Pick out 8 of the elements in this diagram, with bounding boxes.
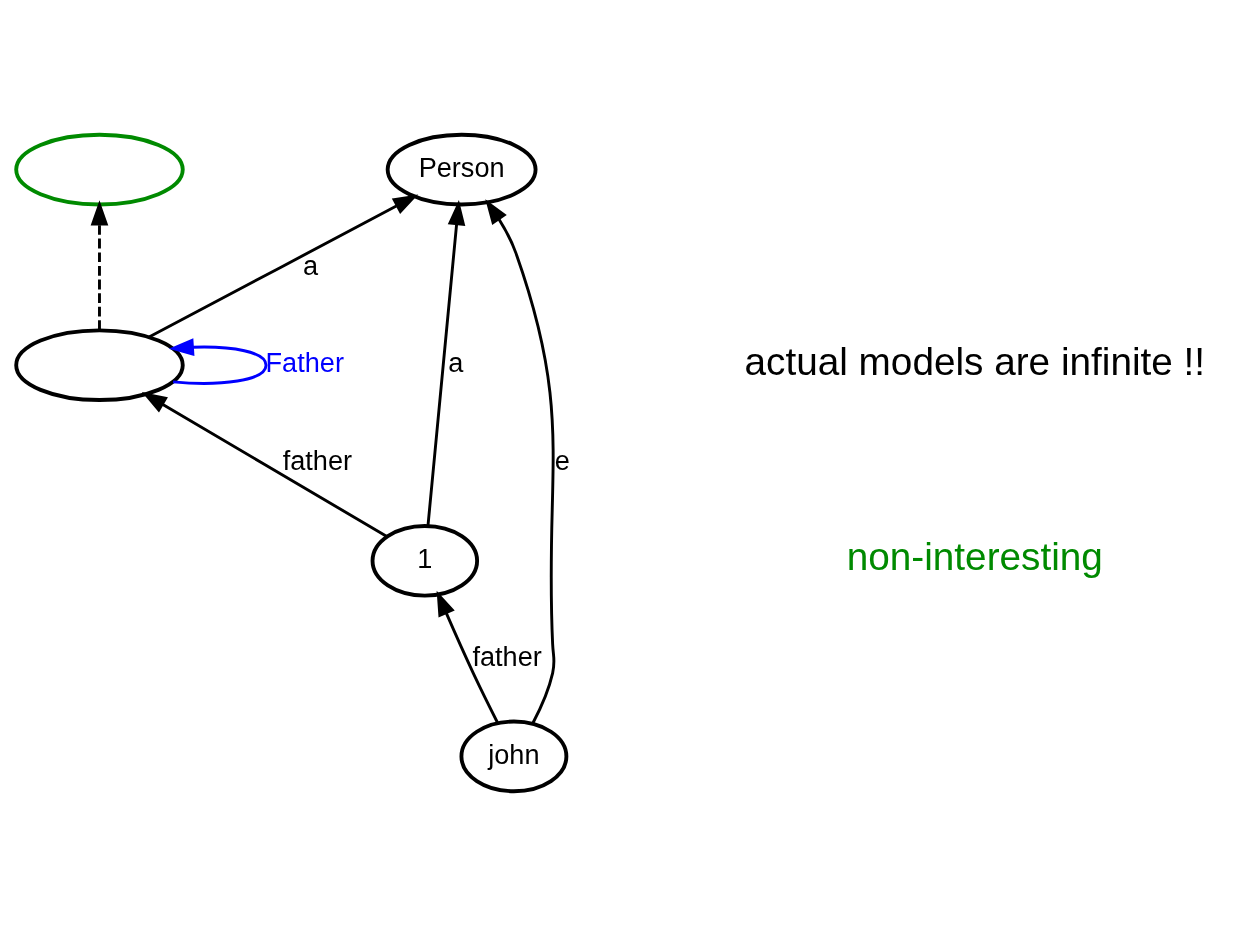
label: actual models are infinite !! [744, 339, 1206, 383]
edge-label: e [554, 445, 570, 477]
edge-label: father [282, 445, 353, 477]
edge-label: father [472, 640, 542, 672]
edge-label: a [448, 347, 464, 379]
edge-label: Father [265, 347, 344, 379]
label: non-interesting [846, 535, 1103, 579]
edge-label: a [303, 249, 319, 281]
